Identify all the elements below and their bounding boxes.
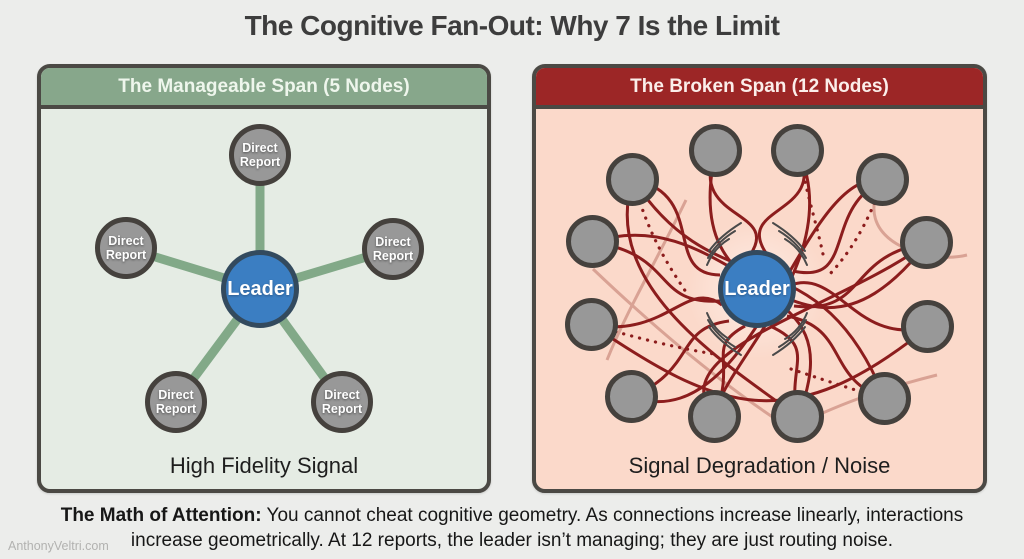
report-node (566, 215, 619, 268)
direct-report-label: Direct Report (372, 235, 414, 263)
leader-node: Leader (718, 250, 796, 328)
report-node (771, 124, 824, 177)
footer-note: The Math of Attention: You cannot cheat … (30, 503, 995, 553)
report-node (688, 390, 741, 443)
manageable-span-diagram: Direct Report Direct Report Direct Repor… (41, 109, 487, 489)
broken-span-panel: The Broken Span (12 Nodes) (532, 64, 987, 493)
page-title: The Cognitive Fan-Out: Why 7 Is the Limi… (244, 10, 780, 41)
direct-report-label: Direct Report (321, 388, 363, 416)
report-node (565, 298, 618, 351)
footer-lead: The Math of Attention: (60, 505, 262, 526)
vibration-marks-icon (706, 222, 808, 356)
report-node (689, 124, 742, 177)
direct-report-label: Direct Report (105, 234, 147, 262)
leader-label: Leader (227, 277, 293, 300)
direct-report-label: Direct Report (155, 388, 197, 416)
leader-node: Leader (221, 250, 299, 328)
report-node (606, 153, 659, 206)
broken-span-header: The Broken Span (12 Nodes) (536, 68, 983, 109)
direct-report-node: Direct Report (311, 371, 373, 433)
direct-report-node: Direct Report (362, 218, 424, 280)
broken-span-caption: Signal Degradation / Noise (628, 453, 891, 478)
report-node (856, 153, 909, 206)
direct-report-label: Direct Report (239, 141, 281, 169)
report-node (858, 372, 911, 425)
broken-span-diagram: Leader Signal Degradation / Noise (536, 109, 983, 489)
manageable-span-header: The Manageable Span (5 Nodes) (41, 68, 487, 109)
report-node (900, 216, 953, 269)
report-node (605, 370, 658, 423)
manageable-span-panel: The Manageable Span (5 Nodes) Direct Rep… (37, 64, 491, 493)
manageable-span-caption: High Fidelity Signal (169, 453, 359, 478)
footer-body: You cannot cheat cognitive geometry. As … (130, 505, 964, 552)
watermark: AnthonyVeltri.com (8, 539, 109, 553)
report-node (901, 300, 954, 353)
direct-report-node: Direct Report (229, 124, 291, 186)
report-node (771, 390, 824, 443)
direct-report-node: Direct Report (145, 371, 207, 433)
direct-report-node: Direct Report (95, 217, 157, 279)
leader-label: Leader (724, 277, 790, 300)
